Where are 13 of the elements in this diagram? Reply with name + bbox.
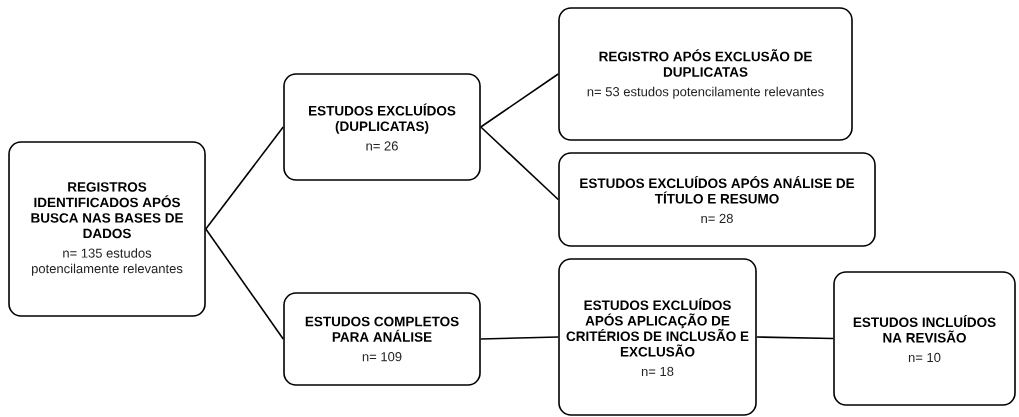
process-box: REGISTRO APÓS EXCLUSÃO DE DUPLICATAS n= 53 estudos potencilamente relevantes	[558, 7, 853, 141]
process-box: ESTUDOS EXCLUÍDOS (DUPLICATAS) n= 26	[283, 73, 481, 181]
process-box: ESTUDOS EXCLUÍDOS APÓS ANÁLISE DE TÍTULO E RESUMO n= 28	[558, 152, 876, 247]
connector-line	[205, 228, 284, 340]
connector-line	[480, 73, 559, 128]
process-box: REGISTROS IDENTIFICADOS APÓS BUSCA NAS BASES DE DADOS n= 135 estudos potencilamente relevantes	[8, 141, 206, 317]
process-box: ESTUDOS COMPLETOS PARA ANÁLISE n= 109	[283, 292, 481, 386]
connector-line	[480, 126, 559, 201]
process-box: ESTUDOS EXCLUÍDOS APÓS APLICAÇÃO DE CRITÉRIOS DE INCLUSÃO E EXCLUSÃO n= 18	[558, 258, 757, 416]
connector-line	[480, 336, 559, 340]
connector-line	[205, 126, 284, 230]
connector-line	[756, 336, 834, 340]
process-box: ESTUDOS INCLUÍDOS NA REVISÃO n= 10	[833, 271, 1016, 406]
